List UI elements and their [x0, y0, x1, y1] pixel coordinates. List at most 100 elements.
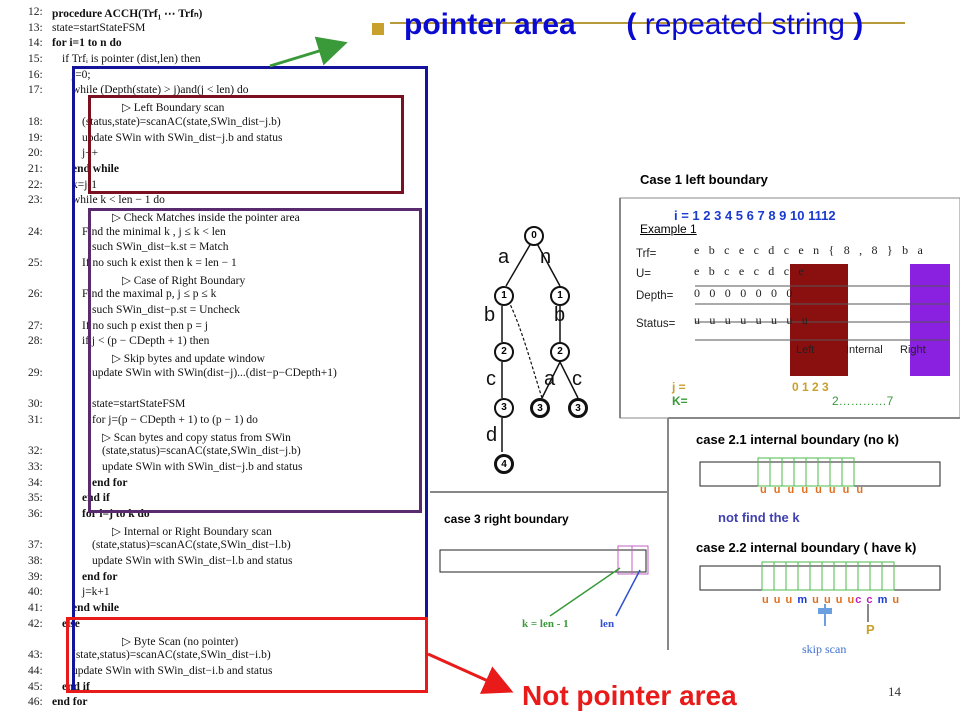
case1-internal-tag: Internal	[846, 344, 883, 356]
line-text: ▷ Case of Right Boundary	[122, 274, 246, 287]
case1-row-values: u u u u u u u u	[694, 313, 811, 327]
case1-row-values: 0 0 0 0 0 0 0	[694, 286, 796, 300]
title-rule	[390, 22, 905, 24]
line-number: 31:	[28, 413, 43, 426]
case22-status-u: u u u	[762, 594, 798, 606]
line-number: 44:	[28, 664, 43, 677]
line-number: 32:	[28, 445, 43, 458]
case1-index-row: i = 1 2 3 4 5 6 7 8 9 10 1112	[674, 208, 836, 223]
line-text: procedure ACCH(Trf₁ ⋯ Trfₙ)	[52, 8, 203, 20]
line-number: 30:	[28, 398, 43, 411]
case21-note: not find the k	[718, 510, 800, 525]
tree-node: 1	[550, 286, 570, 306]
line-text: end for	[52, 696, 88, 709]
tree-node: 1	[494, 286, 514, 306]
tree-node: 3	[568, 398, 588, 418]
line-text: if Trfᵢ is pointer (dist,len) then	[62, 53, 201, 66]
line-number: 45:	[28, 680, 43, 693]
line-text: (state,status)=scanAC(state,SWin_dist−j.…	[102, 445, 301, 458]
line-text: Find the maximal p, j ≤ p ≤ k	[82, 288, 217, 301]
tree-node: 3	[530, 398, 550, 418]
line-number: 35:	[28, 492, 43, 505]
tree-edge-label: n	[540, 246, 552, 268]
line-number: 15:	[28, 53, 43, 66]
slide-title: pointer area ( repeated string )	[404, 8, 863, 42]
page-number: 14	[888, 684, 901, 699]
line-number: 46:	[28, 696, 43, 709]
case1-row-label: Trf=	[636, 248, 657, 260]
case22-status-m: m	[797, 594, 809, 606]
case1-k-label: K=	[672, 394, 688, 408]
line-text: update SWin with SWin_dist−i.b and statu…	[72, 664, 273, 677]
line-text: for i=1 to n do	[52, 37, 122, 50]
line-text: ▷ Scan bytes and copy status from SWin	[102, 431, 291, 444]
green-arrow	[269, 36, 348, 68]
line-text: ▷ Byte Scan (no pointer)	[122, 635, 239, 648]
line-text: (status,state)=scanAC(state,SWin_dist−j.…	[82, 115, 281, 128]
case21-heading: case 2.1 internal boundary (no k)	[696, 432, 899, 447]
line-number: 13:	[28, 21, 43, 34]
line-number: 38:	[28, 555, 43, 568]
line-text: ▷ Skip bytes and update window	[112, 353, 265, 366]
line-text: j=k+1	[82, 586, 110, 599]
line-text: end for	[82, 570, 118, 583]
line-number: 19:	[28, 131, 43, 144]
line-text: update SWin with SWin_dist−l.b and statu…	[92, 555, 293, 568]
line-text: ▷ Check Matches inside the pointer area	[112, 211, 300, 224]
line-number: 34:	[28, 476, 43, 489]
line-text: while (Depth(state) > j)and(j < len) do	[72, 84, 249, 97]
case1-row-label: U=	[636, 268, 652, 280]
line-number: 40:	[28, 586, 43, 599]
line-text: (state,status)=scanAC(state,SWin_dist−l.…	[92, 539, 291, 552]
case22-status-cc: c c	[855, 594, 874, 606]
line-text: such SWin_dist−k.st = Match	[92, 241, 229, 254]
case1-example: Example 1	[640, 222, 697, 236]
line-text: state=startStateFSM	[52, 21, 146, 34]
line-text: ▷ Internal or Right Boundary scan	[112, 525, 272, 538]
line-text: end while	[72, 162, 119, 175]
line-text: such SWin_dist−p.st = Uncheck	[92, 304, 240, 317]
case-diagrams	[430, 197, 960, 650]
line-number: 17:	[28, 84, 43, 97]
line-number: 16:	[28, 68, 43, 81]
case3-heading: case 3 right boundary	[444, 512, 569, 526]
tree-edge-label: b	[554, 304, 566, 326]
line-number: 20:	[28, 147, 43, 160]
line-text: ▷ Left Boundary scan	[122, 102, 225, 115]
line-text: If no such k exist then k = len − 1	[82, 257, 237, 270]
line-number: 28:	[28, 335, 43, 348]
not-pointer-label: Not pointer area	[522, 680, 737, 711]
line-number: 41:	[28, 602, 43, 615]
line-number: 42:	[28, 617, 43, 630]
line-text: update SWin with SWin_dist−j.b and statu…	[82, 131, 283, 144]
line-number: 27:	[28, 319, 43, 332]
case22-p-label: P	[866, 622, 875, 637]
not-pointer-box	[66, 617, 428, 693]
case22-skip: skip scan	[802, 642, 847, 656]
case1-row-label: Status=	[636, 318, 676, 330]
tree-edge-label: a	[498, 246, 510, 268]
tree-node: 4	[494, 454, 514, 474]
case1-j-label: j =	[672, 380, 686, 394]
case3-k-label: k = len - 1	[522, 618, 569, 630]
line-number: 22:	[28, 178, 43, 191]
line-text: for j=(p − CDepth + 1) to (p − 1) do	[92, 413, 258, 426]
line-text: update SWin with SWin_dist−j.b and statu…	[102, 460, 303, 473]
line-text: j=0;	[72, 68, 91, 81]
line-text: update SWin with SWin(dist−j)...(dist−p−…	[92, 366, 337, 379]
line-number: 14:	[28, 37, 43, 50]
tree-node: 3	[494, 398, 514, 418]
tree-edge-label: c	[572, 368, 582, 390]
line-number: 36:	[28, 508, 43, 521]
left-boundary-box	[88, 95, 404, 194]
line-number: 43:	[28, 649, 43, 662]
line-number: 23:	[28, 194, 43, 207]
line-number: 26:	[28, 288, 43, 301]
title-paren-text: repeated string	[636, 8, 854, 41]
tree-edge-label: d	[486, 424, 498, 446]
case1-row-label: Depth=	[636, 290, 674, 302]
tree-edge-label: a	[544, 368, 556, 390]
line-number: 29:	[28, 366, 43, 379]
case1-row-values: e b c e c d c e	[694, 264, 807, 278]
